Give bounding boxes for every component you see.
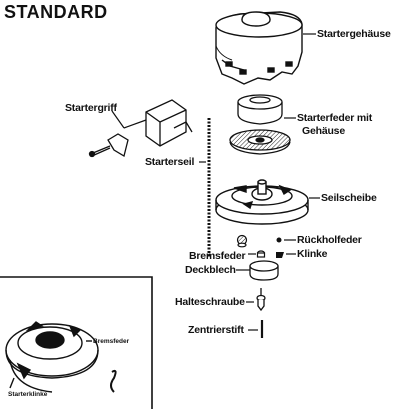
label-seilscheibe: Seilscheibe <box>321 192 377 204</box>
label-rueckholfeder: Rückholfeder <box>297 234 362 246</box>
small-bushing-part <box>256 250 266 258</box>
label-starterseil: Starterseil <box>145 156 195 168</box>
inset-label-bremsfeder: Bremsfeder <box>93 338 130 345</box>
label-deckblech: Deckblech <box>185 264 236 276</box>
leader-line <box>123 119 147 129</box>
label-starterfeder-line1: Starterfeder mit <box>297 112 372 124</box>
pawl-part <box>276 252 284 258</box>
brake-spring-part <box>236 234 248 248</box>
rope-pulley-part <box>215 179 309 225</box>
label-halteschraube: Halteschraube <box>175 296 245 308</box>
retaining-screw-part <box>256 288 266 312</box>
label-klinke: Klinke <box>297 248 328 260</box>
starter-spring-housing-part <box>229 94 291 155</box>
starter-housing-part <box>215 11 303 85</box>
leader-line <box>111 110 125 129</box>
label-startergehaeuse: Startergehäuse <box>317 28 391 40</box>
inset-label-starterklinke: Starterklinke <box>8 391 48 398</box>
label-startergriff: Startergriff <box>65 102 117 114</box>
cover-plate-part <box>249 260 279 281</box>
label-bremsfeder: Bremsfeder <box>189 250 246 262</box>
inset-detail-box <box>0 276 153 409</box>
page-heading: STANDARD <box>4 2 108 22</box>
label-zentrierstift: Zentrierstift <box>188 324 244 336</box>
starter-grip-part <box>88 99 193 158</box>
return-spring-part <box>276 237 282 243</box>
label-starterfeder-line2: Gehäuse <box>302 125 345 137</box>
